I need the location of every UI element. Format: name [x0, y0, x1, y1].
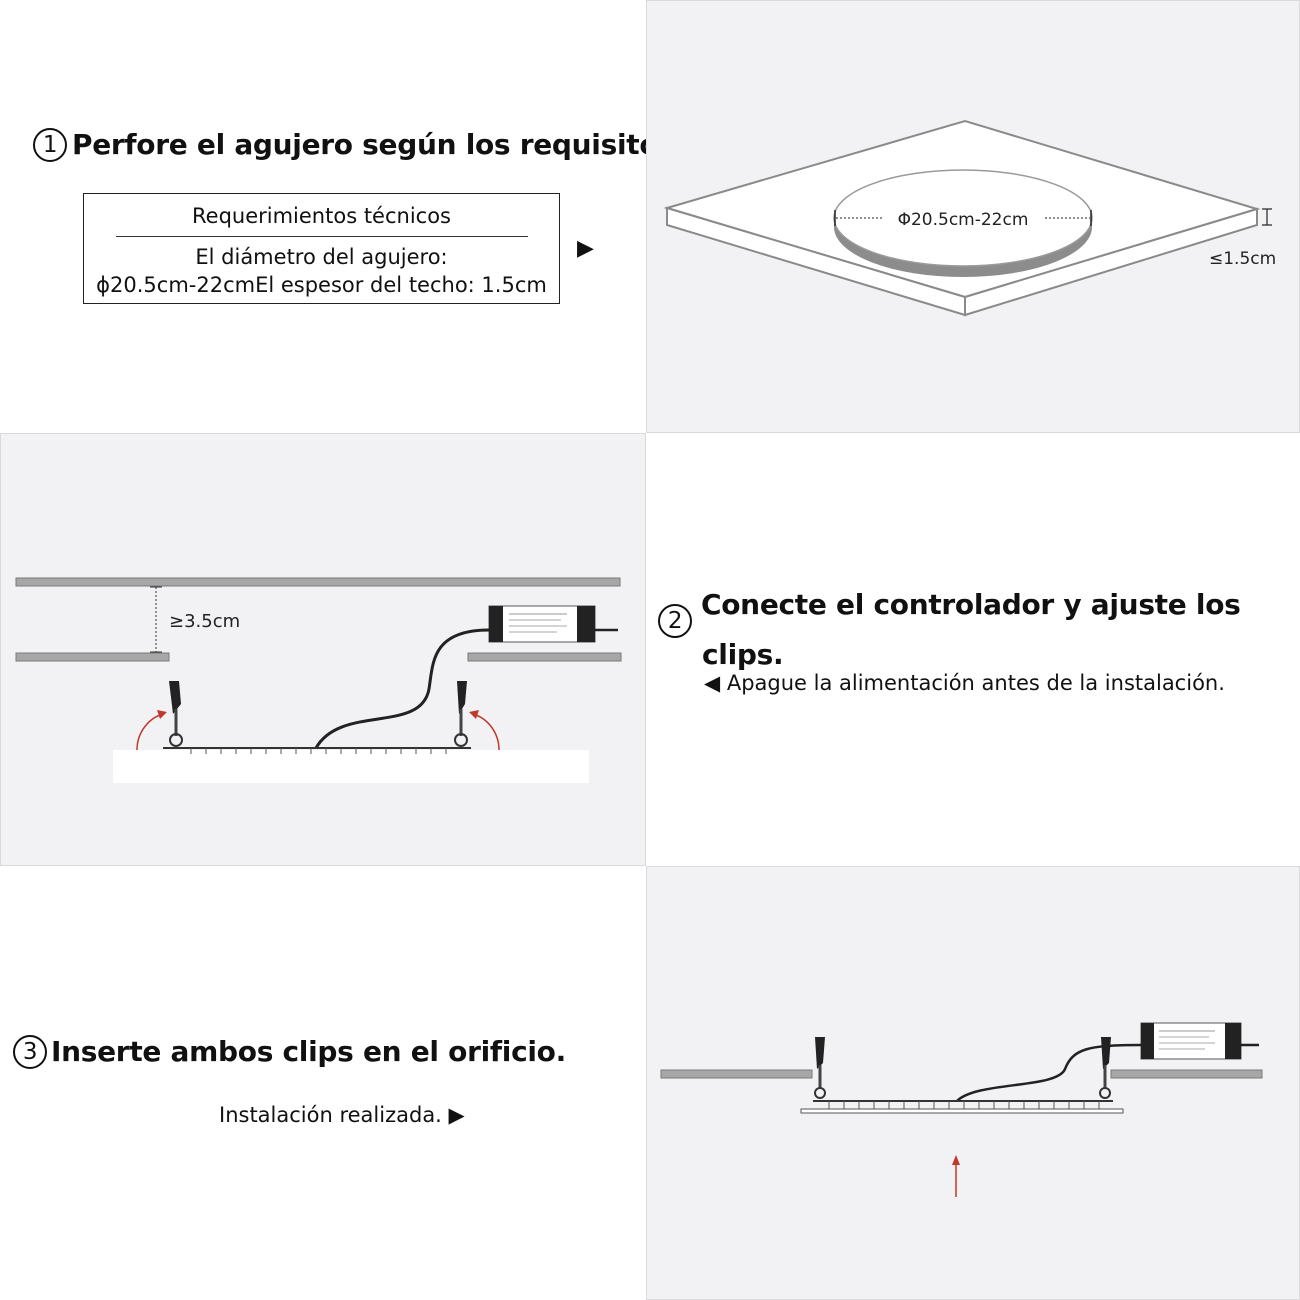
thickness-label: ≤1.5cm	[1209, 249, 1276, 269]
step1-next-arrow: ▶	[577, 236, 594, 261]
requirements-box: Requerimientos técnicos El diámetro del …	[83, 193, 560, 304]
installed-panel-trim	[800, 1108, 1124, 1114]
right-spring-clip	[454, 681, 468, 747]
ceiling-upper-bar	[15, 577, 621, 587]
requirements-heading: Requerimientos técnicos	[192, 204, 451, 228]
clip-adjust-diagram: ≥3.5cm	[15, 577, 622, 783]
installed-driver-cable	[956, 1043, 1142, 1102]
diameter-label: Φ20.5cm-22cm	[898, 210, 1029, 230]
ceiling-slab-front-right	[964, 207, 1258, 317]
step3-title-text: Inserte ambos clips en el orificio.	[51, 1035, 566, 1068]
panel-light-ribs	[190, 748, 447, 754]
installed-diagram-panel	[646, 866, 1300, 1300]
requirements-spec-line: ϕ20.5cm-22cmEl espesor del techo: 1.5cm	[96, 273, 547, 297]
panel-light-body	[113, 750, 589, 783]
left-rotate-arrowhead	[157, 710, 167, 719]
step2-text-panel: 2 Conecte el controlador y ajuste los cli…	[646, 433, 1300, 866]
hole-opening	[833, 169, 1093, 267]
clip-diagram-panel: ≥3.5cm	[0, 433, 646, 866]
installed-led-driver	[1140, 1022, 1259, 1060]
step3-note: Instalación realizada. ▶	[219, 1103, 465, 1127]
step2-title: 2 Conecte el controlador y ajuste los cli…	[658, 588, 1241, 671]
led-driver	[488, 605, 618, 643]
ceiling-lower-right-bar	[467, 652, 622, 662]
installed-right-clip	[1099, 1037, 1111, 1099]
driver-cable	[314, 628, 490, 749]
ceiling-lower-left-bar	[15, 652, 170, 662]
step2-title-line1: Conecte el controlador y ajuste los	[701, 588, 1241, 621]
right-rotate-arrow	[472, 713, 500, 751]
push-up-arrowhead	[952, 1155, 960, 1165]
step2-number: 2	[658, 604, 692, 638]
ceiling-hole-diagram: Φ20.5cm-22cm ≤1.5cm	[663, 119, 1276, 317]
left-rotate-arrow	[136, 713, 164, 751]
step3-number: 3	[13, 1035, 47, 1069]
installation-diagram	[660, 1022, 1263, 1197]
left-spring-clip	[169, 681, 183, 747]
step2-title-line2: clips.	[702, 638, 784, 671]
installed-left-clip	[814, 1037, 826, 1099]
step2-note: ◀ Apague la alimentación antes de la ins…	[704, 671, 1225, 695]
installed-panel-ribs	[828, 1101, 1100, 1109]
requirements-divider	[115, 236, 528, 237]
hole-diagram-panel: Φ20.5cm-22cm ≤1.5cm	[646, 0, 1300, 433]
step1-title-text: Perfore el agujero según los requisitos.	[72, 128, 685, 161]
right-rotate-arrowhead	[469, 710, 479, 719]
step2-title-line1-row: 2 Conecte el controlador y ajuste los	[658, 588, 1241, 638]
requirements-diameter-line: El diámetro del agujero:	[195, 245, 448, 269]
step1-number: 1	[33, 128, 67, 162]
ceiling-right-bar	[1110, 1069, 1263, 1079]
ceiling-left-bar	[660, 1069, 813, 1079]
gap-label: ≥3.5cm	[169, 611, 240, 632]
